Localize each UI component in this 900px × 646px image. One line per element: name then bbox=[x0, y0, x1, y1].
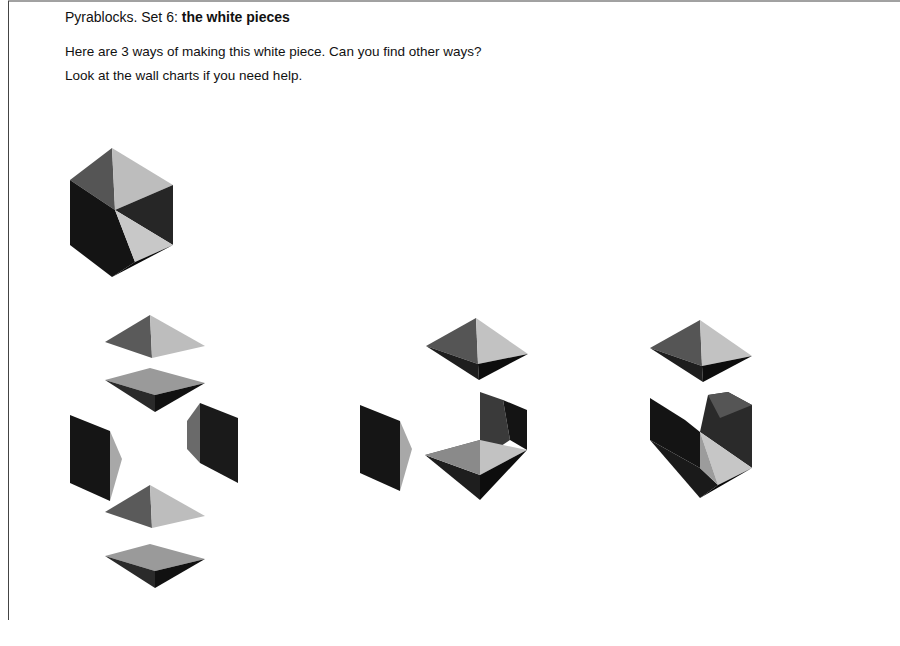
instruction-text: Look at the wall charts if you need help… bbox=[65, 68, 302, 83]
page-frame bbox=[8, 1, 9, 620]
worksheet-title: Pyrablocks. Set 6: the white pieces bbox=[65, 9, 290, 25]
way-two-pieces bbox=[360, 318, 528, 500]
way-three-pieces bbox=[650, 320, 752, 498]
instruction-text: Here are 3 ways of making this white pie… bbox=[65, 44, 481, 59]
way-one-pieces bbox=[70, 315, 238, 588]
page-frame bbox=[8, 1, 900, 2]
white-piece bbox=[70, 148, 173, 277]
